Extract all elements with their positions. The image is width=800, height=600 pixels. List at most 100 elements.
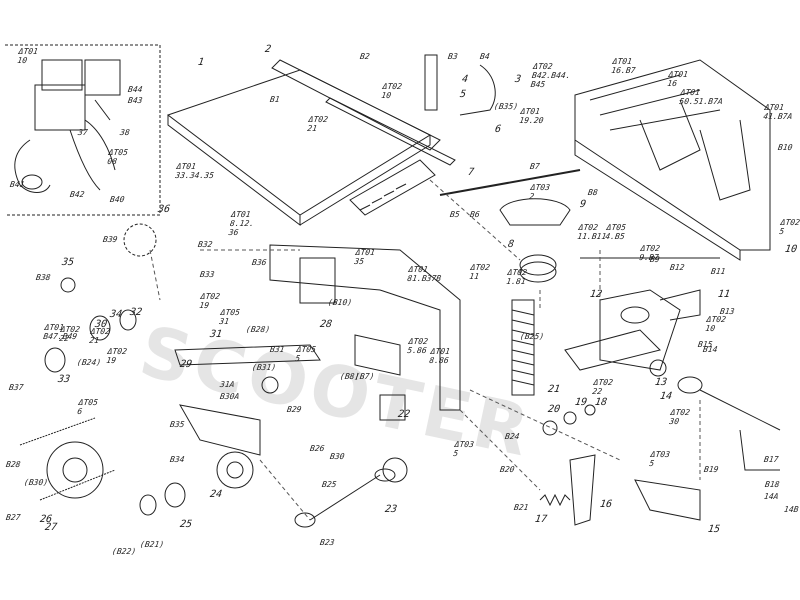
part-16-plate: [569, 454, 596, 526]
callout-label: Β7: [529, 162, 541, 171]
inset-wiring-detail: [5, 44, 161, 216]
knob-31: [261, 376, 279, 394]
callout-label: Β24: [504, 432, 521, 441]
part-number-label: 24: [209, 489, 223, 500]
clip-bracket: [499, 198, 571, 226]
callout-label: Β3: [447, 52, 459, 61]
callout-label: ΔΤ01 81.Β37Β: [406, 265, 442, 283]
callout-label: Β29: [286, 405, 303, 414]
part-number-label: 12: [589, 289, 603, 300]
callout-label: ΔΤ02 10: [704, 315, 727, 333]
callout-label: Β36: [251, 258, 268, 267]
part-number-label: 6: [494, 124, 502, 135]
right-frame: [574, 59, 771, 261]
ring-823: [382, 457, 408, 483]
ring-33: [44, 347, 66, 373]
inset-label: Β41: [9, 180, 26, 189]
gear-20: [542, 420, 558, 436]
callout-label: Β20: [499, 465, 516, 474]
part-15-bracket: [634, 479, 701, 521]
callout-label: ΔΤ02 21: [306, 115, 329, 133]
callout-label: ΔΤ01 16.Β7: [610, 57, 637, 75]
housing: [564, 289, 701, 371]
callout-label: ΔΤ02 5: [778, 218, 800, 236]
callout-label: Β12: [669, 263, 686, 272]
part-number-label: 32: [129, 307, 143, 318]
callout-label: Β33: [199, 270, 216, 279]
callout-label: ΔΤ02 30: [668, 408, 691, 426]
callout-label: 14Α: [763, 492, 780, 501]
bushing-25: [164, 482, 186, 508]
handle-14B: [739, 429, 780, 471]
callout-label: (Β28): [245, 325, 271, 334]
part-number-label: 27: [44, 522, 58, 533]
part-number-label: 9: [579, 199, 587, 210]
callout-label: ΔΤ01 19.20: [518, 107, 545, 125]
callout-label: ΔΤ02 22: [591, 378, 614, 396]
callout-label: ΔΤ01 Β47.Β49: [42, 323, 78, 341]
callout-label: ΔΤ02 11: [468, 263, 491, 281]
washer-35: [60, 277, 76, 293]
callout-label: ΔΤ02 Β42.Β44. Β45: [530, 62, 572, 89]
part-number-label: 20: [547, 404, 561, 415]
assembly-lines: [149, 179, 701, 521]
part-number-label: 36: [157, 204, 171, 215]
callout-label: 14Β: [783, 505, 800, 514]
callout-label: ΔΤ05 6: [76, 398, 99, 416]
callout-label: ΔΤ01 33.34.35: [174, 162, 215, 180]
inset-label: Β42: [69, 190, 86, 199]
callout-label: 31Α: [219, 380, 236, 389]
callout-label: ΔΤ01 35: [353, 248, 376, 266]
part-number-label: 16: [599, 499, 613, 510]
part-number-label: 33: [57, 374, 71, 385]
part-number-label: 29: [179, 359, 193, 370]
callout-label: ΔΤ01 50.51.Β7Α: [678, 88, 724, 106]
inset-label: Β43: [127, 96, 144, 105]
callout-label: Β27: [5, 513, 22, 522]
callout-label: Β18: [764, 480, 781, 489]
callout-label: Β23: [319, 538, 336, 547]
shaft-14A: [699, 389, 781, 431]
callout-label: Β17: [763, 455, 780, 464]
callout-label: ΔΤ02 10: [380, 82, 403, 100]
callout-label: ΔΤ01 16: [666, 70, 689, 88]
belt-pulley-26: [19, 417, 116, 501]
part-number-label: 35: [61, 257, 75, 268]
part-number-label: 34: [109, 309, 123, 320]
callout-label: Β11: [710, 267, 727, 276]
callout-label: (Β10): [327, 298, 353, 307]
inset-label: ΔΤ05 08: [106, 148, 129, 166]
part-number-label: 22: [397, 409, 411, 420]
callout-label: Β31: [269, 345, 286, 354]
callout-label: Β6: [469, 210, 481, 219]
callout-label: Β4: [479, 52, 491, 61]
part-number-label: 15: [707, 524, 721, 535]
rack-gear: [349, 159, 436, 216]
bushing-14: [677, 376, 703, 394]
part-number-label: 19: [574, 397, 588, 408]
bevel-gear: [519, 254, 557, 283]
callout-label: Β32: [197, 240, 214, 249]
callout-label: (Β25): [519, 332, 545, 341]
callout-label: Β10: [777, 143, 794, 152]
inset-label: Β44: [127, 85, 144, 94]
washer-18: [584, 404, 596, 416]
part-number-label: 2: [264, 44, 272, 55]
inset-label: 37: [77, 128, 89, 137]
part-number-label: 18: [594, 397, 608, 408]
callout-label: (Β7): [354, 372, 375, 381]
arm-29: [174, 344, 321, 366]
callout-label: ΔΤ01 41.Β7Α: [762, 103, 793, 121]
part-number-label: 1: [197, 57, 205, 68]
callout-label: Β8: [587, 188, 599, 197]
callout-label: Β19: [703, 465, 720, 474]
callout-label: Β1: [269, 95, 281, 104]
callout-label: (Β30): [23, 478, 49, 487]
callout-label: ΔΤ05 5: [294, 345, 317, 363]
callout-label: (Β35): [493, 102, 519, 111]
callout-label: Β38: [35, 273, 52, 282]
callout-label: Β39: [102, 235, 119, 244]
part-number-label: 21: [547, 384, 561, 395]
callout-label: ΔΤ02 9.Β7: [638, 244, 661, 262]
